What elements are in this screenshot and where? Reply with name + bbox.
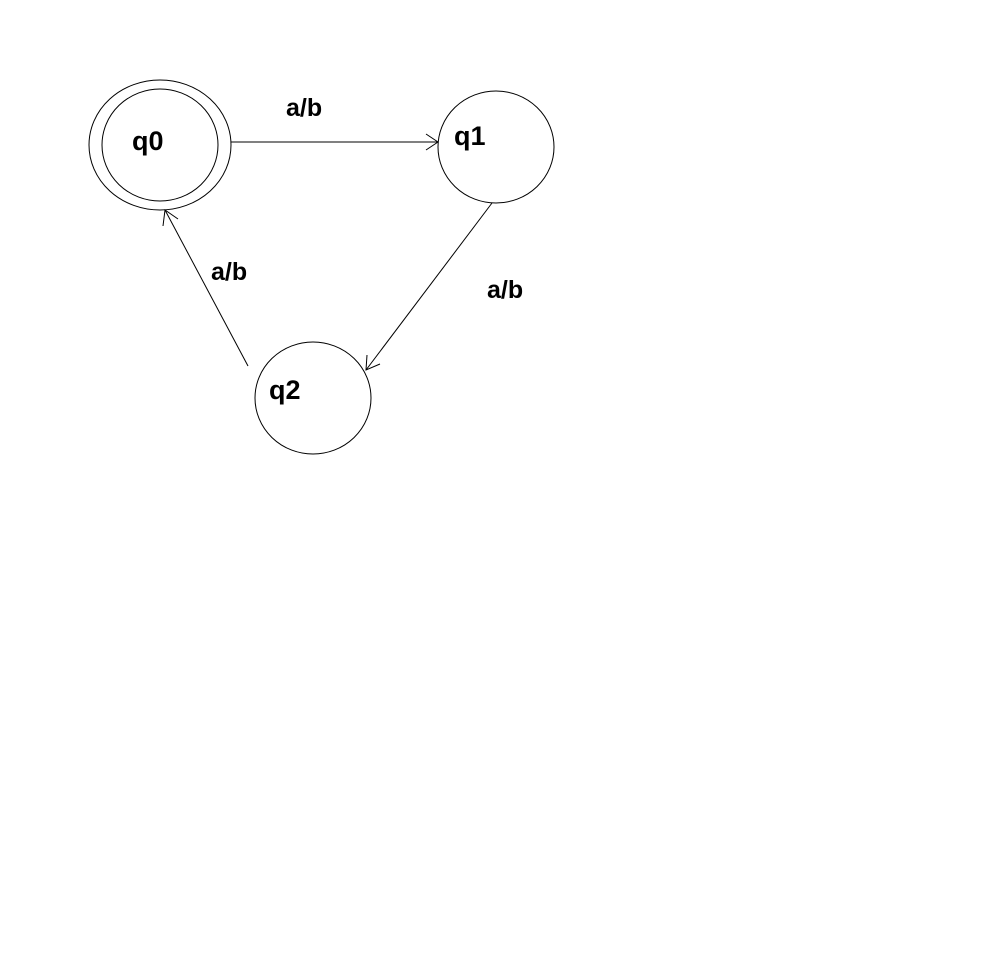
state-q1-label: q1	[454, 121, 486, 151]
transition-q2-q0[interactable]: a/b	[162, 209, 249, 367]
state-q1-ring	[437, 90, 555, 204]
state-q0-inner-ring	[101, 88, 219, 202]
transition-q1-q2-arrowhead	[365, 354, 381, 371]
state-q0[interactable]: q0	[88, 79, 232, 211]
transition-q2-q0-label: a/b	[211, 258, 247, 286]
transition-q1-q2[interactable]: a/b	[365, 202, 523, 371]
state-q0-label: q0	[132, 126, 164, 156]
state-q2[interactable]: q2	[254, 341, 372, 455]
transition-q2-q0-arrowhead	[162, 209, 179, 227]
transition-q0-q1-label: a/b	[286, 94, 322, 122]
state-q1[interactable]: q1	[437, 90, 555, 204]
state-q2-label: q2	[269, 375, 301, 405]
state-q2-ring	[254, 341, 372, 455]
transition-q1-q2-line	[365, 202, 493, 371]
transition-q1-q2-label: a/b	[487, 276, 523, 304]
transition-q2-q0-line	[164, 209, 249, 367]
transition-q0-q1-arrowhead	[425, 133, 439, 151]
transition-q0-q1[interactable]: a/b	[231, 94, 439, 151]
